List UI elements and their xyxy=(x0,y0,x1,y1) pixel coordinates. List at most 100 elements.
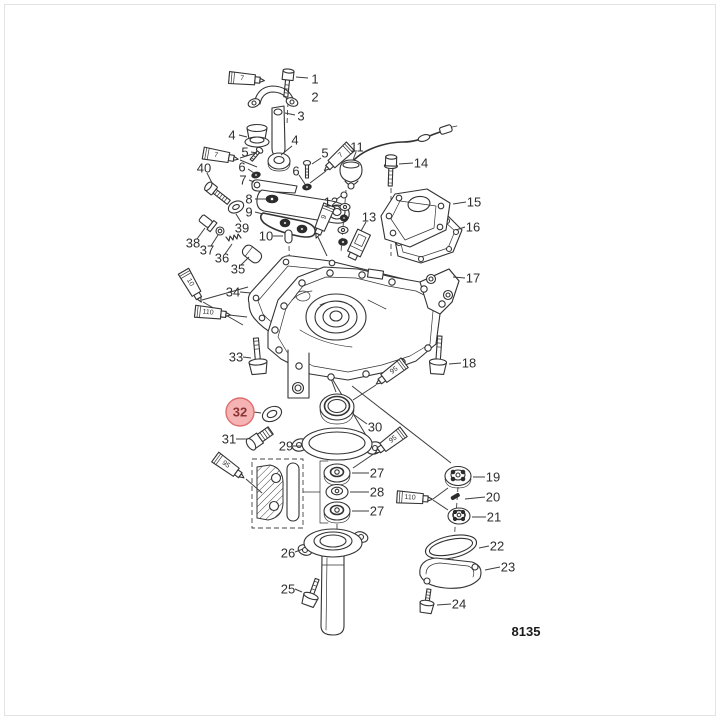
callout-number[interactable]: 9 xyxy=(245,205,252,220)
callout-number[interactable]: 8 xyxy=(245,192,252,207)
callout-1[interactable]: 1 xyxy=(295,72,319,87)
callout-number[interactable]: 4 xyxy=(291,133,298,148)
callout-7[interactable]: 7 xyxy=(239,173,255,188)
callout-number[interactable]: 14 xyxy=(414,156,428,171)
callout-12[interactable]: 12 xyxy=(324,195,342,210)
screw-40 xyxy=(204,181,231,205)
callout-number[interactable]: 40 xyxy=(197,161,211,176)
callout-32[interactable]: 32 xyxy=(225,397,262,427)
callout-number[interactable]: 22 xyxy=(490,539,504,554)
callout-17[interactable]: 17 xyxy=(452,271,480,286)
callout-26[interactable]: 26 xyxy=(281,546,304,561)
callout-10[interactable]: 10 xyxy=(259,229,283,244)
callout-23[interactable]: 23 xyxy=(484,560,515,575)
callout-3[interactable]: 3 xyxy=(284,109,305,124)
callout-number[interactable]: 38 xyxy=(186,236,200,251)
callout-number[interactable]: 27 xyxy=(370,504,384,519)
callout-number[interactable]: 35 xyxy=(231,262,245,277)
callout-36[interactable]: 36 xyxy=(215,243,233,266)
callout-number[interactable]: 28 xyxy=(370,485,384,500)
callout-27[interactable]: 27 xyxy=(352,466,384,481)
callout-number[interactable]: 33 xyxy=(229,350,243,365)
callout-28[interactable]: 28 xyxy=(350,485,384,500)
callout-number[interactable]: 19 xyxy=(486,470,500,485)
leader-line xyxy=(294,588,303,593)
callout-6[interactable]: 6 xyxy=(238,160,255,175)
callout-number[interactable]: 39 xyxy=(235,221,249,236)
callout-27[interactable]: 27 xyxy=(352,504,384,519)
callout-number[interactable]: 1 xyxy=(311,72,318,87)
callout-16[interactable]: 16 xyxy=(455,220,480,235)
callout-number[interactable]: 5 xyxy=(241,145,248,160)
callout-number[interactable]: 24 xyxy=(452,597,466,612)
callout-5[interactable]: 5 xyxy=(241,145,258,160)
callout-13[interactable]: 13 xyxy=(360,210,376,232)
callout-number[interactable]: 2 xyxy=(311,90,318,105)
callout-20[interactable]: 20 xyxy=(464,490,500,505)
callout-number[interactable]: 27 xyxy=(370,466,384,481)
callout-4[interactable]: 4 xyxy=(228,128,248,143)
callout-39[interactable]: 39 xyxy=(235,213,249,236)
callout-number[interactable]: 4 xyxy=(228,128,235,143)
callout-31[interactable]: 31 xyxy=(222,432,247,447)
callout-number[interactable]: 32 xyxy=(233,405,247,420)
callout-30[interactable]: 30 xyxy=(352,413,382,435)
callout-number[interactable]: 18 xyxy=(462,356,476,371)
callout-40[interactable]: 40 xyxy=(197,161,213,184)
part-29-cover xyxy=(291,427,383,461)
callout-38[interactable]: 38 xyxy=(186,227,206,251)
part-27-washer-bottom xyxy=(323,501,351,524)
callout-number[interactable]: 7 xyxy=(239,173,246,188)
callout-18[interactable]: 18 xyxy=(448,356,476,371)
callout-21[interactable]: 21 xyxy=(472,510,501,525)
callout-29[interactable]: 29 xyxy=(279,439,301,454)
callout-number[interactable]: 37 xyxy=(200,243,214,258)
callout-number[interactable]: 10 xyxy=(259,229,273,244)
callout-33[interactable]: 33 xyxy=(229,350,252,365)
callout-19[interactable]: 19 xyxy=(473,470,500,485)
callout-number[interactable]: 11 xyxy=(350,140,364,155)
leader-line xyxy=(360,221,367,232)
callout-number[interactable]: 25 xyxy=(281,582,295,597)
callout-14[interactable]: 14 xyxy=(398,156,428,171)
part-27-washer-top xyxy=(323,463,351,486)
callout-number[interactable]: 34 xyxy=(226,285,240,300)
callout-number[interactable]: 26 xyxy=(281,546,295,561)
callout-number[interactable]: 5 xyxy=(321,146,328,161)
part-28-washer xyxy=(325,483,349,501)
callout-22[interactable]: 22 xyxy=(478,539,504,554)
callout-number[interactable]: 29 xyxy=(279,439,293,454)
part-37-oring xyxy=(215,226,225,236)
callout-number[interactable]: 12 xyxy=(324,195,338,210)
sealant-tube-icon: 7 xyxy=(201,146,239,164)
callout-number[interactable]: 3 xyxy=(297,109,304,124)
callout-5[interactable]: 5 xyxy=(311,146,329,165)
tube-label: 9 xyxy=(321,214,329,220)
callout-8[interactable]: 8 xyxy=(245,192,266,207)
callout-number[interactable]: 13 xyxy=(362,210,376,225)
callout-37[interactable]: 37 xyxy=(200,234,219,258)
callout-number[interactable]: 36 xyxy=(215,251,229,266)
callout-number[interactable]: 20 xyxy=(486,490,500,505)
callout-number[interactable]: 6 xyxy=(292,164,299,179)
callout-34[interactable]: 34 xyxy=(226,285,252,300)
callout-11[interactable]: 11 xyxy=(350,140,364,161)
callout-number[interactable]: 16 xyxy=(466,220,480,235)
callout-4[interactable]: 4 xyxy=(280,133,299,156)
tube-label: 95 xyxy=(221,460,232,470)
callout-24[interactable]: 24 xyxy=(436,597,466,612)
callout-6[interactable]: 6 xyxy=(292,164,306,185)
callout-35[interactable]: 35 xyxy=(231,256,250,277)
callout-number[interactable]: 30 xyxy=(368,420,382,435)
callout-number[interactable]: 17 xyxy=(466,271,480,286)
callout-9[interactable]: 9 xyxy=(245,205,264,220)
callout-15[interactable]: 15 xyxy=(452,195,481,210)
callout-number[interactable]: 6 xyxy=(238,160,245,175)
callout-number[interactable]: 31 xyxy=(222,432,236,447)
callout-number[interactable]: 23 xyxy=(501,560,515,575)
callout-number[interactable]: 15 xyxy=(467,195,481,210)
callout-25[interactable]: 25 xyxy=(281,582,303,597)
callout-2[interactable]: 2 xyxy=(311,90,318,105)
callout-number[interactable]: 21 xyxy=(487,510,501,525)
